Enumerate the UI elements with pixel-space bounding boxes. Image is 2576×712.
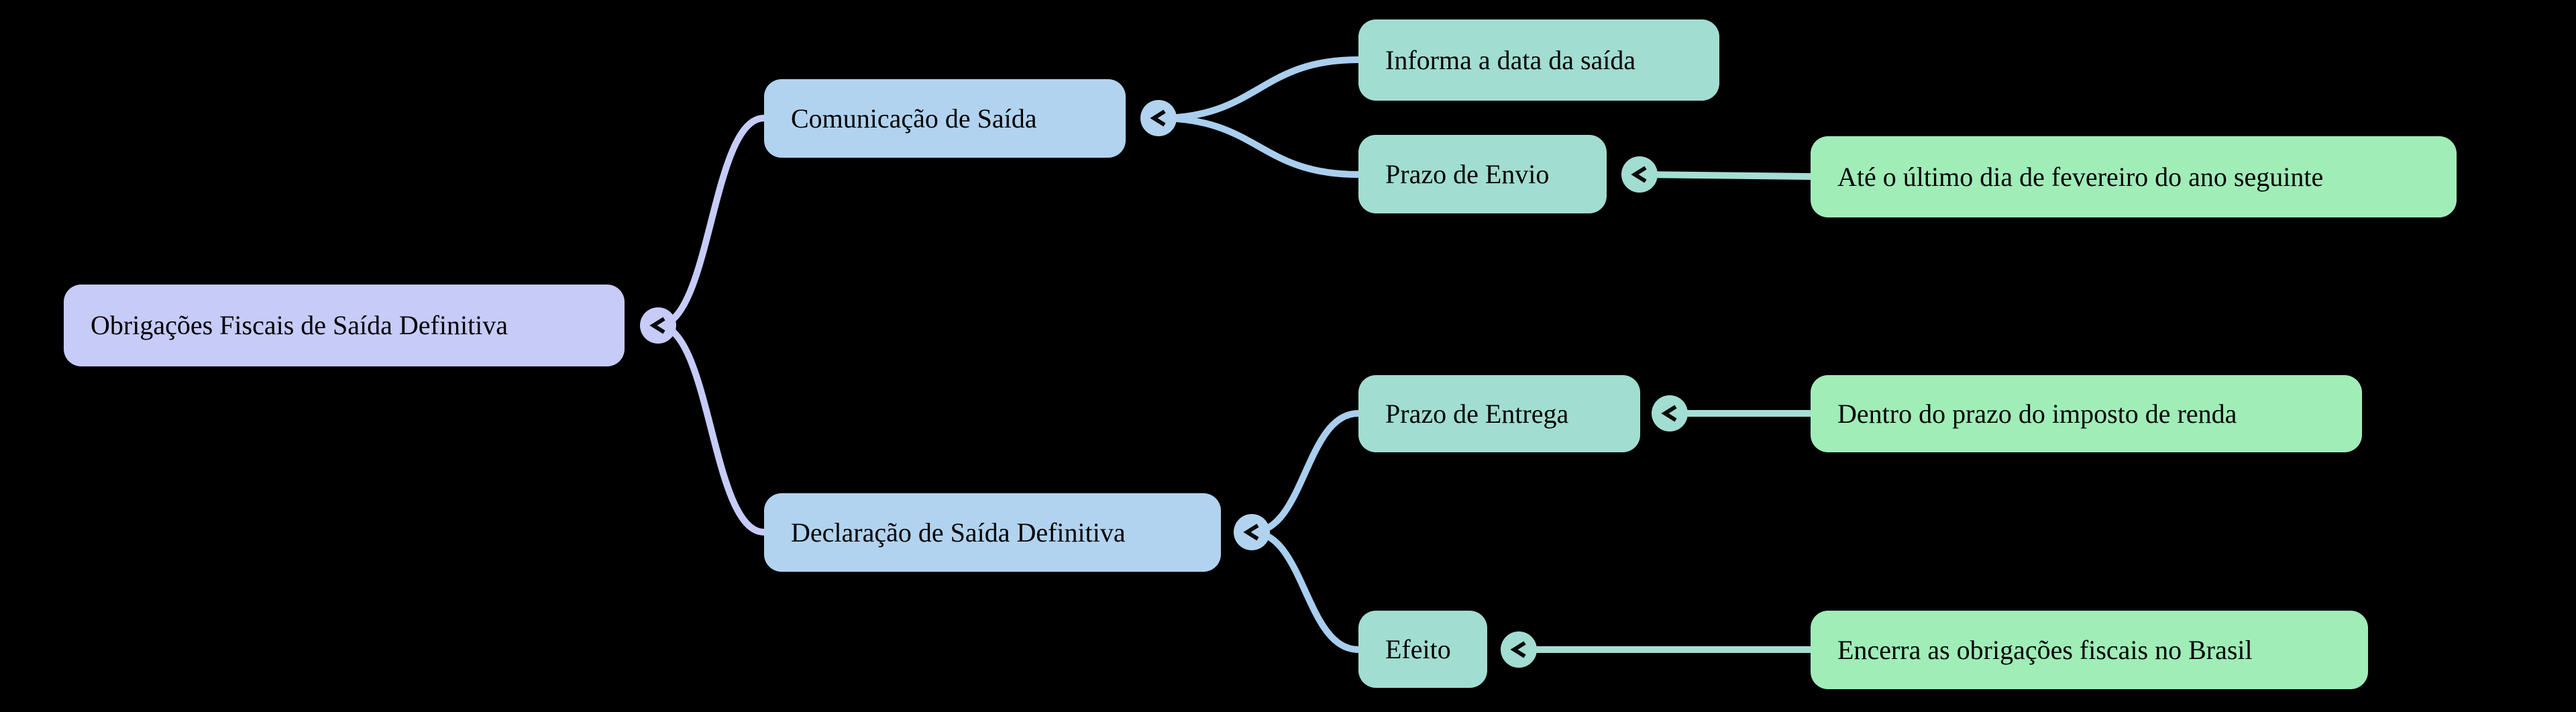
node-label: Obrigações Fiscais de Saída Definitiva: [91, 310, 508, 340]
edge-comunicacao-to-informa: [1158, 56, 1359, 121]
node-label: Comunicação de Saída: [791, 103, 1037, 134]
collapse-button-efeito[interactable]: [1501, 631, 1537, 668]
node-encerra-obrigacoes[interactable]: Encerra as obrigações fiscais no Brasil: [1811, 611, 2368, 689]
collapse-button-obrigacoes-fiscais[interactable]: [640, 307, 676, 344]
node-label: Prazo de Envio: [1385, 158, 1550, 189]
node-informa-data[interactable]: Informa a data da saída: [1358, 19, 1719, 101]
node-label: Efeito: [1385, 633, 1451, 664]
node-ate-ultimo-dia[interactable]: Até o último dia de fevereiro do ano seg…: [1811, 136, 2457, 217]
collapse-chevron-icon: [1510, 641, 1526, 658]
collapse-button-prazo-envio[interactable]: [1621, 156, 1658, 193]
collapse-chevron-icon: [1661, 405, 1677, 422]
node-label: Prazo de Entrega: [1385, 398, 1569, 429]
edge-prazo-envio-to-ate: [1639, 171, 1811, 180]
collapse-chevron-icon: [1631, 166, 1647, 183]
collapse-chevron-icon: [1243, 523, 1259, 541]
node-label: Encerra as obrigações fiscais no Brasil: [1837, 634, 2253, 665]
collapse-button-declaracao-saida[interactable]: [1234, 514, 1270, 550]
edge-comunicacao-to-prazo-envio: [1158, 115, 1359, 178]
node-comunicacao-saida[interactable]: Comunicação de Saída: [764, 79, 1126, 158]
node-prazo-envio[interactable]: Prazo de Envio: [1358, 135, 1607, 213]
node-label: Informa a data da saída: [1385, 44, 1636, 75]
collapse-chevron-icon: [649, 317, 665, 334]
node-label: Declaração de Saída Definitiva: [791, 517, 1126, 548]
node-declaracao-saida[interactable]: Declaração de Saída Definitiva: [764, 493, 1221, 572]
edge-root-to-comunicacao: [657, 115, 765, 329]
node-label: Dentro do prazo do imposto de renda: [1837, 398, 2237, 429]
collapse-button-comunicacao-saida[interactable]: [1140, 100, 1177, 136]
node-obrigacoes-fiscais[interactable]: Obrigações Fiscais de Saída Definitiva: [64, 285, 625, 366]
node-prazo-entrega[interactable]: Prazo de Entrega: [1358, 375, 1640, 452]
edge-root-to-declaracao: [657, 322, 765, 536]
node-efeito[interactable]: Efeito: [1358, 611, 1487, 688]
node-label: Até o último dia de fevereiro do ano seg…: [1837, 161, 2324, 192]
collapse-chevron-icon: [1150, 109, 1166, 127]
node-dentro-prazo[interactable]: Dentro do prazo do imposto de renda: [1811, 375, 2362, 452]
collapse-button-prazo-entrega[interactable]: [1652, 395, 1688, 431]
